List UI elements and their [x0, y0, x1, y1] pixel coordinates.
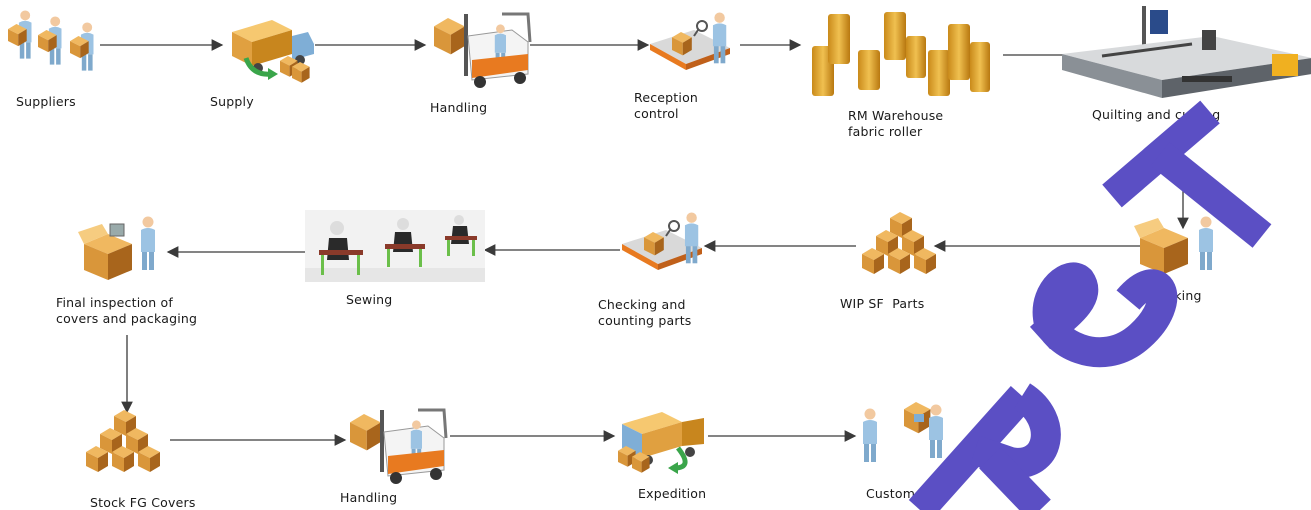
node-label-picking: Picking — [1156, 288, 1202, 303]
node-label-wip: WIP SF Parts — [840, 296, 925, 311]
node-label-customer: Customer — [866, 486, 929, 501]
node-label-checking-line2: counting parts — [598, 313, 692, 328]
node-label-suppliers: Suppliers — [16, 94, 76, 109]
box-stack-icon — [86, 410, 160, 472]
sewing-workers-icon — [305, 210, 485, 282]
delivery-truck-icon — [232, 20, 314, 83]
inspection-conveyor-icon — [622, 212, 702, 270]
customer-icon — [863, 402, 943, 462]
box-stack-icon — [862, 212, 936, 274]
packaging-worker-icon — [78, 216, 155, 280]
picking-worker-icon — [1134, 216, 1213, 274]
node-label-stock: Stock FG Covers — [90, 495, 196, 510]
node-label-handling: Handling — [430, 100, 488, 115]
node-label-warehouse-line1: RM Warehouse — [848, 108, 944, 123]
forklift-icon — [434, 12, 532, 88]
node-label-reception-line2: control — [634, 106, 679, 121]
node-label-final-line2: covers and packaging — [56, 311, 198, 326]
node-label-handling-2: Handling — [340, 490, 398, 505]
suppliers-icon — [8, 10, 94, 71]
node-label-quilting: Quilting and cutting — [1092, 107, 1221, 122]
cutting-machine-icon — [1062, 6, 1311, 98]
node-label-expedition: Expedition — [638, 486, 707, 501]
forklift-icon — [350, 408, 448, 484]
node-label-sewing: Sewing — [346, 292, 393, 307]
fabric-rolls-icon — [812, 12, 990, 96]
node-label-warehouse-line2: fabric roller — [848, 124, 923, 139]
node-label-final-line1: Final inspection of — [56, 295, 173, 310]
inspection-conveyor-icon — [650, 12, 730, 70]
node-label-supply: Supply — [210, 94, 254, 109]
node-label-reception-line1: Reception — [634, 90, 699, 105]
delivery-truck-icon — [618, 412, 704, 474]
node-label-checking-line1: Checking and — [598, 297, 686, 312]
